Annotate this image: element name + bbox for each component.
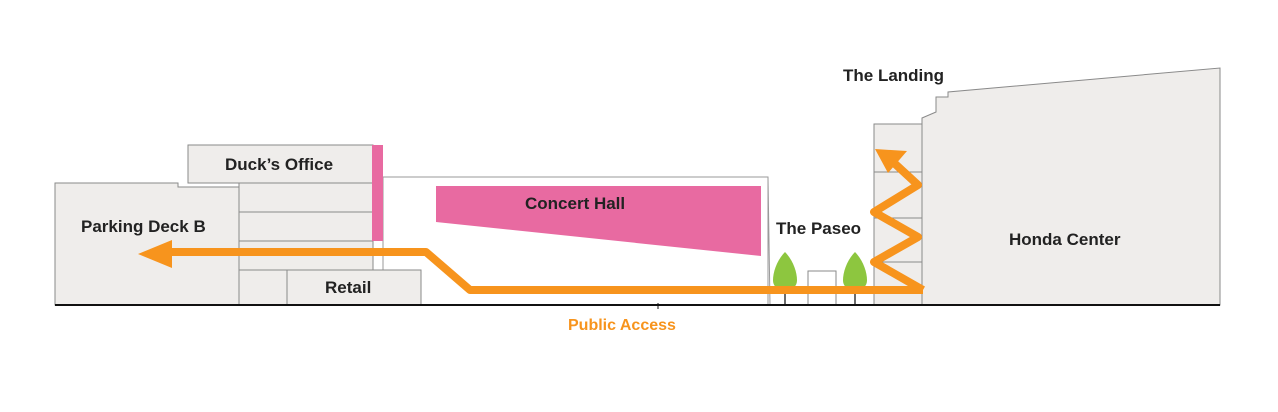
label-honda-center: Honda Center — [1009, 230, 1121, 249]
concert-hall-seating — [436, 186, 761, 256]
paseo-edge-line — [767, 176, 771, 306]
label-ducks-office: Duck’s Office — [225, 155, 333, 174]
tree-icon — [773, 252, 797, 290]
retail-building — [286, 269, 422, 306]
honda-center-building — [921, 67, 1221, 306]
label-the-paseo: The Paseo — [776, 219, 861, 238]
parking-deck-b-building — [54, 182, 240, 306]
landing-ramp-path — [870, 159, 925, 294]
label-parking-deck-b: Parking Deck B — [81, 217, 206, 236]
office-pink-facade — [372, 145, 383, 241]
arrow-up-icon — [875, 149, 907, 173]
ducks-office-building — [187, 144, 374, 184]
public-access-path — [165, 248, 923, 294]
tree-icon — [843, 252, 867, 290]
label-retail: Retail — [325, 278, 371, 297]
label-public-access: Public Access — [568, 317, 676, 334]
arrow-left-icon — [138, 240, 172, 268]
label-concert-hall: Concert Hall — [525, 194, 625, 213]
label-the-landing: The Landing — [843, 66, 944, 85]
